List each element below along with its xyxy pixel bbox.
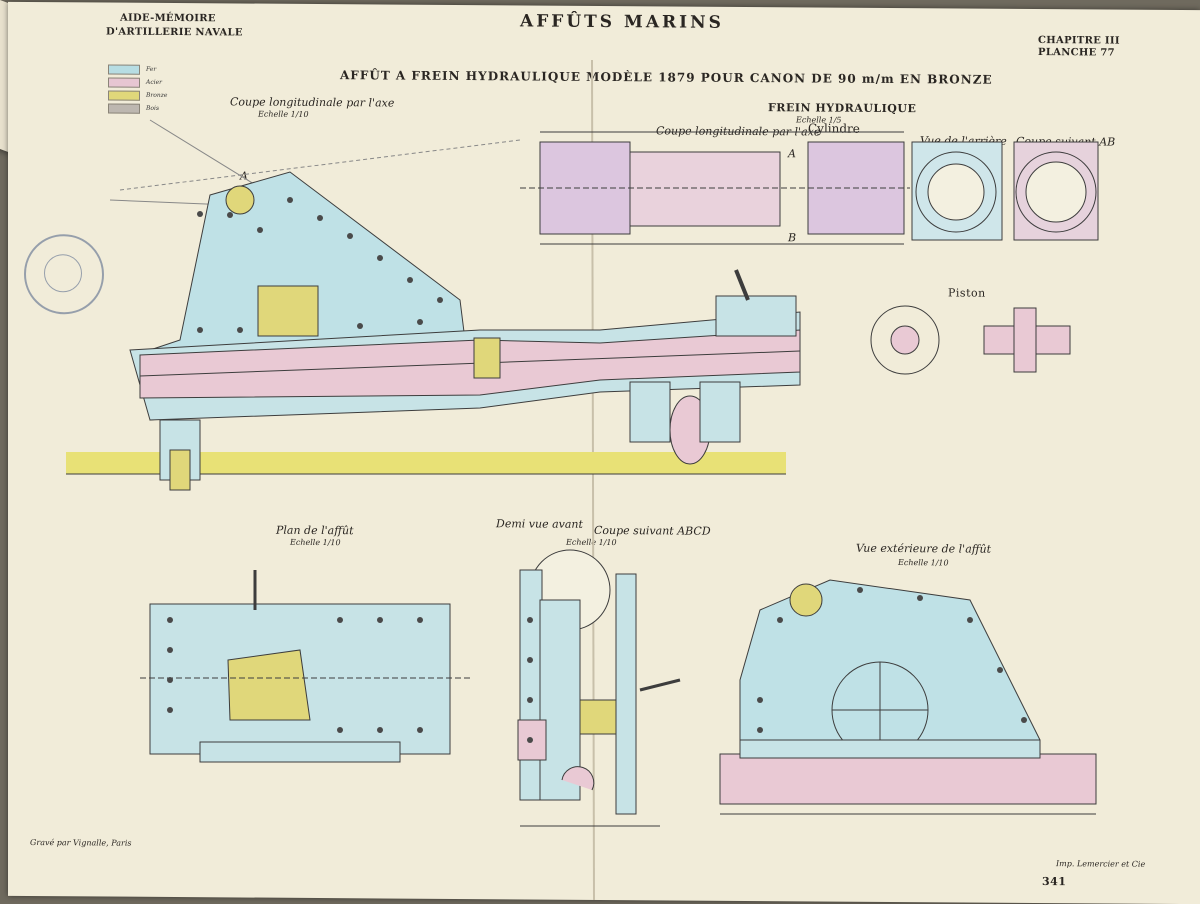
rivet xyxy=(347,233,353,239)
main-section-view xyxy=(66,119,801,491)
rivet xyxy=(997,667,1003,673)
rear-stop-block xyxy=(715,295,797,337)
piston-circle-outer xyxy=(870,305,940,375)
rivet xyxy=(527,617,533,623)
plan-view xyxy=(140,570,470,763)
rivet xyxy=(757,727,763,733)
section-ab-inner-ring xyxy=(1025,161,1087,223)
bronze-stop xyxy=(473,337,501,379)
front-curl-roller xyxy=(561,766,595,791)
piston-circle-inner xyxy=(890,325,920,355)
front-bracket xyxy=(629,381,671,443)
exterior-base-rail xyxy=(739,739,1041,759)
rivet xyxy=(287,197,293,203)
rivet xyxy=(167,617,173,623)
rivet xyxy=(417,319,423,325)
rivet xyxy=(967,617,973,623)
plan-lower-rail xyxy=(199,741,401,763)
ground-strip xyxy=(66,452,786,474)
front-cheek xyxy=(539,599,581,801)
piston-detail xyxy=(870,305,1071,375)
exterior-cheek xyxy=(739,579,1041,761)
rivet xyxy=(527,657,533,663)
rivet xyxy=(377,255,383,261)
exterior-cylinder xyxy=(719,753,1097,805)
front-shaft xyxy=(615,573,637,815)
front-crank xyxy=(639,678,681,692)
rivet xyxy=(257,227,263,233)
rivet xyxy=(757,697,763,703)
rivet xyxy=(777,617,783,623)
exterior-trunnion xyxy=(789,583,823,617)
pivot-bolt xyxy=(169,449,191,491)
front-half-view xyxy=(517,549,681,815)
elevating-gear-bronze xyxy=(257,285,319,337)
rivet xyxy=(357,323,363,329)
construction-line xyxy=(119,139,521,191)
rivet xyxy=(417,617,423,623)
exterior-view xyxy=(719,579,1097,805)
rivet xyxy=(377,727,383,733)
cylinder-body xyxy=(629,151,781,227)
rivet xyxy=(227,212,233,218)
rivet xyxy=(1021,717,1027,723)
front-bracket-2 xyxy=(699,381,741,443)
rivet xyxy=(337,727,343,733)
rivet xyxy=(857,587,863,593)
rivet xyxy=(917,595,923,601)
rivet xyxy=(377,617,383,623)
rivet xyxy=(527,697,533,703)
rivet xyxy=(237,327,243,333)
rivet xyxy=(417,727,423,733)
rivet xyxy=(407,277,413,283)
lever xyxy=(734,269,750,301)
rivet xyxy=(167,677,173,683)
rivets xyxy=(167,197,1027,743)
rivet xyxy=(167,707,173,713)
cylinder-detail xyxy=(520,131,910,245)
rear-view xyxy=(911,141,1003,241)
rivet xyxy=(337,617,343,623)
piston-head xyxy=(1013,307,1037,373)
axis-line xyxy=(139,350,801,377)
rivet xyxy=(527,737,533,743)
rivet xyxy=(167,647,173,653)
rivet xyxy=(197,327,203,333)
rivet xyxy=(197,211,203,217)
plan-bronze-part xyxy=(227,649,311,721)
section-ab-view xyxy=(1013,141,1099,241)
front-upright xyxy=(519,569,543,801)
rivet xyxy=(437,297,443,303)
rivet xyxy=(317,215,323,221)
trunnion-bronze xyxy=(225,185,255,215)
rear-view-inner-ring xyxy=(927,163,985,221)
